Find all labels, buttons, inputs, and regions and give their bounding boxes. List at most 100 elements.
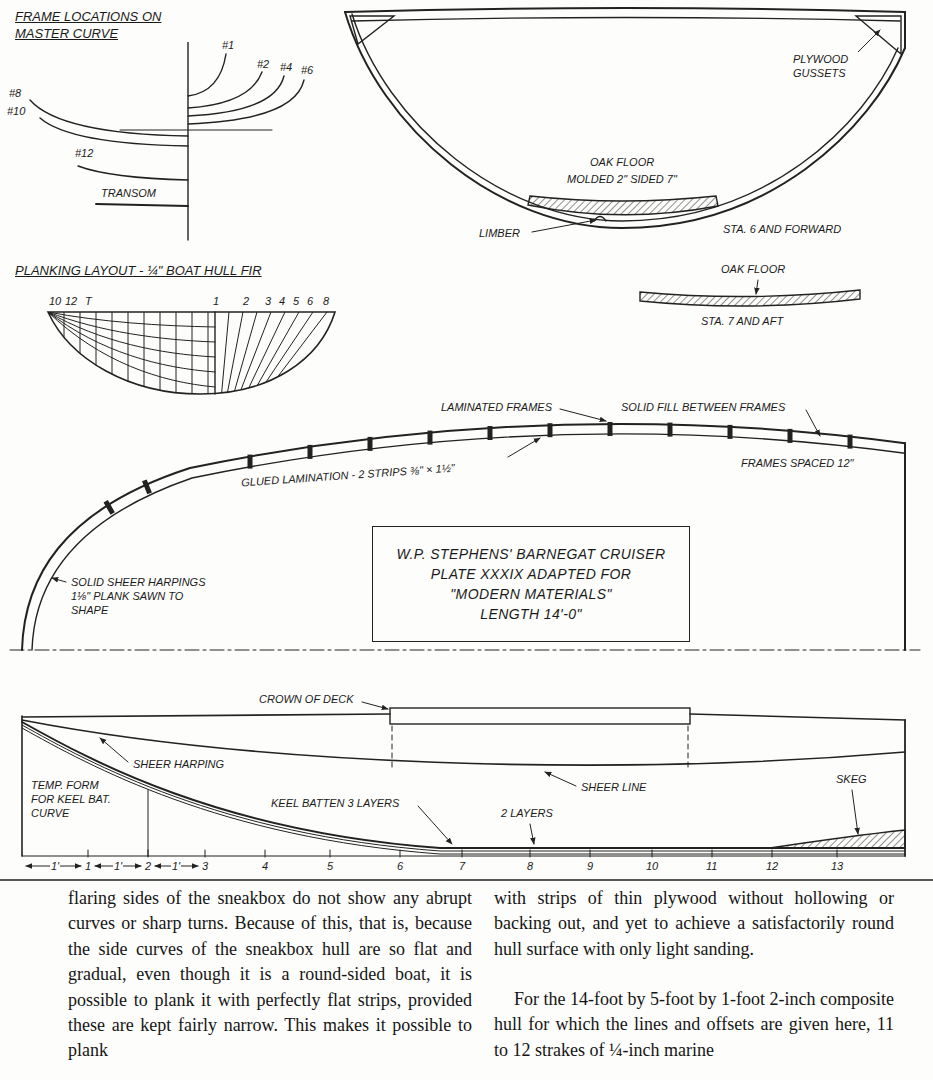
station-line xyxy=(192,312,193,400)
keel-batten xyxy=(22,722,905,848)
station-line xyxy=(128,312,129,400)
station-tick xyxy=(88,850,89,857)
station-number: 4 xyxy=(261,859,269,873)
hull-section-inner xyxy=(352,14,898,221)
center-axis xyxy=(187,40,188,240)
leader-line xyxy=(806,410,820,436)
station-tick xyxy=(590,850,591,857)
station-tick xyxy=(205,850,206,857)
box-text: PLATE XXXIX ADAPTED FOR xyxy=(431,564,632,584)
frame-tick xyxy=(848,435,853,449)
temp-form xyxy=(21,716,23,856)
plank-fan xyxy=(237,312,271,400)
frame-curve xyxy=(188,80,304,124)
frame-tick xyxy=(548,423,553,437)
plank-fan xyxy=(232,312,257,400)
station-line xyxy=(64,312,65,400)
plank-fan xyxy=(226,312,243,400)
leader-line xyxy=(530,824,534,844)
strake-number: T xyxy=(84,294,93,308)
station-tick xyxy=(148,850,149,857)
strake-number: 12 xyxy=(64,294,78,308)
station-tick xyxy=(330,850,331,857)
dimension: 1' xyxy=(171,859,181,873)
keel-batten xyxy=(22,728,905,854)
frame-tick xyxy=(788,429,793,443)
leader-line xyxy=(756,280,758,294)
section-label: STA. 6 AND FORWARD xyxy=(722,222,842,236)
frame-curve xyxy=(188,76,284,116)
part-label: SOLID FILL BETWEEN FRAMES xyxy=(620,400,786,414)
frame-tick xyxy=(488,426,493,440)
part-label: TRANSOM xyxy=(100,186,157,200)
plate-title-box: W.P. STEPHENS' BARNEGAT CRUISERPLATE XXX… xyxy=(372,526,690,642)
leader-line xyxy=(545,772,576,786)
gusset xyxy=(856,16,901,54)
frame-curve xyxy=(188,54,226,96)
view-title: FRAME LOCATIONS ON MASTER CURVE xyxy=(14,8,198,42)
station-line xyxy=(80,312,81,400)
plank-lines xyxy=(48,312,327,400)
centerline xyxy=(10,650,920,651)
station-number: 10 xyxy=(645,859,659,873)
plank-seam xyxy=(48,312,215,372)
station-tick xyxy=(772,850,773,857)
plank-seam xyxy=(48,312,215,357)
frame-tick xyxy=(728,425,733,439)
station-number: 2 xyxy=(144,859,152,873)
cockpit-coaming xyxy=(390,708,690,724)
frame-curve xyxy=(40,118,188,146)
cockpit-end xyxy=(392,726,393,770)
part-label: 2 LAYERS xyxy=(500,806,554,820)
box-heading: W.P. STEPHENS' BARNEGAT CRUISER xyxy=(396,544,665,564)
part-label: LAMINATED FRAMES xyxy=(440,400,553,414)
station-line xyxy=(160,312,161,400)
station-tick xyxy=(652,850,653,857)
leader-line xyxy=(508,438,540,457)
leader-line xyxy=(560,409,606,421)
station-number: 3 xyxy=(201,859,209,873)
gusset xyxy=(350,16,394,44)
strake-number: 1 xyxy=(212,294,220,308)
section-label: STA. 7 AND AFT xyxy=(700,314,784,328)
base-line xyxy=(22,856,905,857)
strake-number: 8 xyxy=(322,294,330,308)
strake-number: 3 xyxy=(264,294,272,308)
frame-tick xyxy=(668,423,673,437)
station-line xyxy=(208,312,209,400)
view-title: PLANKING LAYOUT - ¼" BOAT HULL FIR xyxy=(14,262,263,279)
frame-curve xyxy=(78,166,188,180)
hull-section xyxy=(345,12,905,228)
station-line xyxy=(112,312,113,400)
drawing xyxy=(0,8,933,880)
strake-number: 6 xyxy=(306,294,314,308)
strake-number: 2 xyxy=(242,294,250,308)
sheer-outer xyxy=(22,424,905,650)
part-label: SOLID SHEER HARPINGS 1⅛" PLANK SAWN TO S… xyxy=(70,575,218,617)
station-number: 13 xyxy=(830,859,844,873)
body-text: For the 14-foot by 5-foot by 1-foot 2-in… xyxy=(494,987,894,1063)
strake-number: 5 xyxy=(292,294,300,308)
station-ticks xyxy=(88,850,837,857)
frame-number: #8 xyxy=(8,86,22,100)
part-label: CROWN OF DECK xyxy=(258,692,355,706)
skeg xyxy=(770,830,905,848)
part-label: PLYWOOD GUSSETS xyxy=(792,52,870,80)
strake-number: 10 xyxy=(48,294,62,308)
leader-line xyxy=(418,806,452,844)
body-text: with strips of thin plywood without holl… xyxy=(494,886,894,962)
deck-crown xyxy=(22,714,390,717)
station-tick xyxy=(837,850,838,857)
part-label: KEEL BATTEN 3 LAYERS xyxy=(270,796,400,810)
leader-line xyxy=(52,578,66,582)
leader-line xyxy=(532,220,596,232)
dimension-note: MOLDED 2" SIDED 7" xyxy=(566,172,678,186)
part-label: OAK FLOOR xyxy=(720,262,786,276)
frame-tick xyxy=(142,479,152,494)
station-number: 5 xyxy=(326,859,334,873)
station-line xyxy=(176,312,177,400)
station-tick xyxy=(265,850,266,857)
deck-crown xyxy=(690,714,905,720)
plank-fan xyxy=(249,312,299,400)
